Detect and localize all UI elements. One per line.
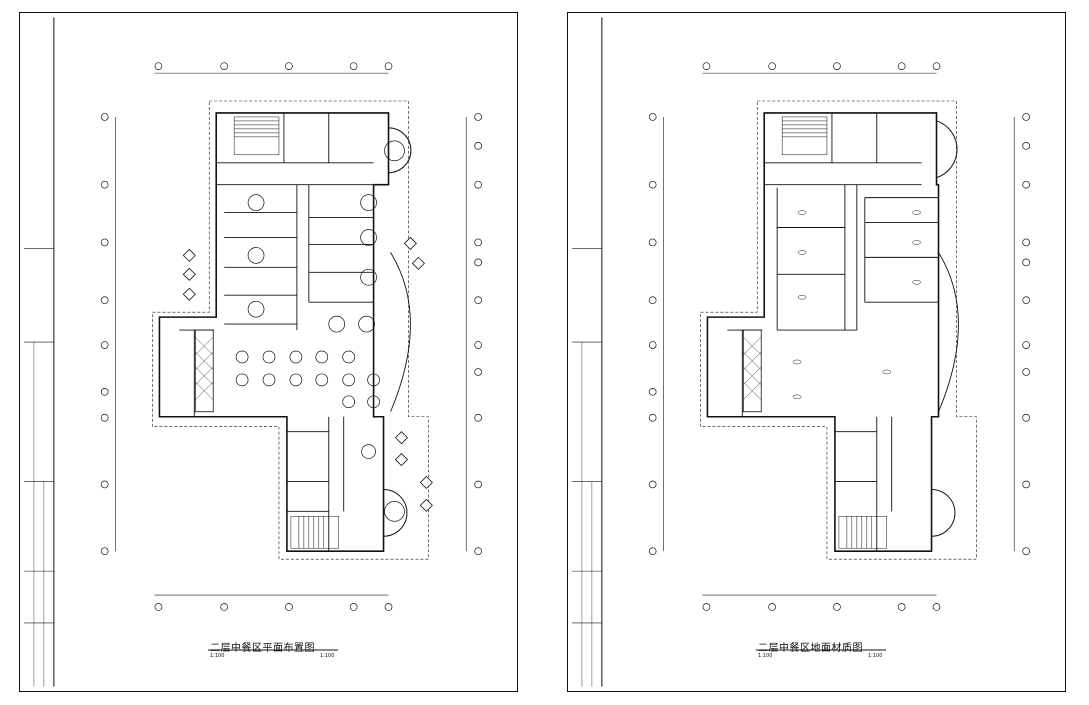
stair-bottom — [290, 516, 339, 549]
bay-window-bottom — [931, 488, 956, 537]
grid-axis-markers — [648, 62, 1030, 611]
title-underline — [208, 649, 338, 651]
stair-top — [233, 116, 280, 156]
bay-window-bottom — [383, 488, 408, 537]
hatched-feature — [742, 329, 762, 413]
drawing-sheet-right: 二层中餐区地面材质图 1:100 1:100 — [567, 12, 1066, 692]
bay-window-top — [936, 120, 958, 179]
building-walls — [706, 112, 940, 552]
stair-top — [781, 116, 828, 156]
floor-plan-layout — [23, 17, 482, 687]
dining-tables — [235, 140, 405, 522]
site-boundary — [700, 100, 977, 560]
floor-material-layout — [571, 17, 1030, 687]
planter-diamonds — [182, 236, 433, 512]
curved-facade — [938, 252, 959, 412]
drawing-title: 二层中餐区平面布置图 — [210, 643, 315, 654]
hatched-feature — [194, 329, 214, 413]
site-boundary — [152, 100, 429, 560]
drawing-title: 二层中餐区地面材质图 — [758, 643, 863, 654]
material-tags — [792, 210, 921, 400]
grid-axis-markers — [100, 62, 482, 611]
stair-bottom — [838, 516, 887, 549]
bay-window-top — [388, 127, 412, 174]
drawing-scale: 1:100 — [210, 653, 225, 659]
drawing-scale-right: 1:100 — [868, 653, 883, 659]
interior-partitions — [179, 112, 374, 552]
curved-facade — [390, 252, 411, 412]
drawing-sheet-left: 二层中餐区平面布置图 1:100 1:100 — [19, 12, 518, 692]
building-walls — [158, 112, 390, 552]
drawing-scale-right: 1:100 — [320, 653, 335, 659]
title-underline — [756, 649, 886, 651]
interior-partitions — [727, 112, 939, 552]
drawing-scale: 1:100 — [758, 653, 773, 659]
